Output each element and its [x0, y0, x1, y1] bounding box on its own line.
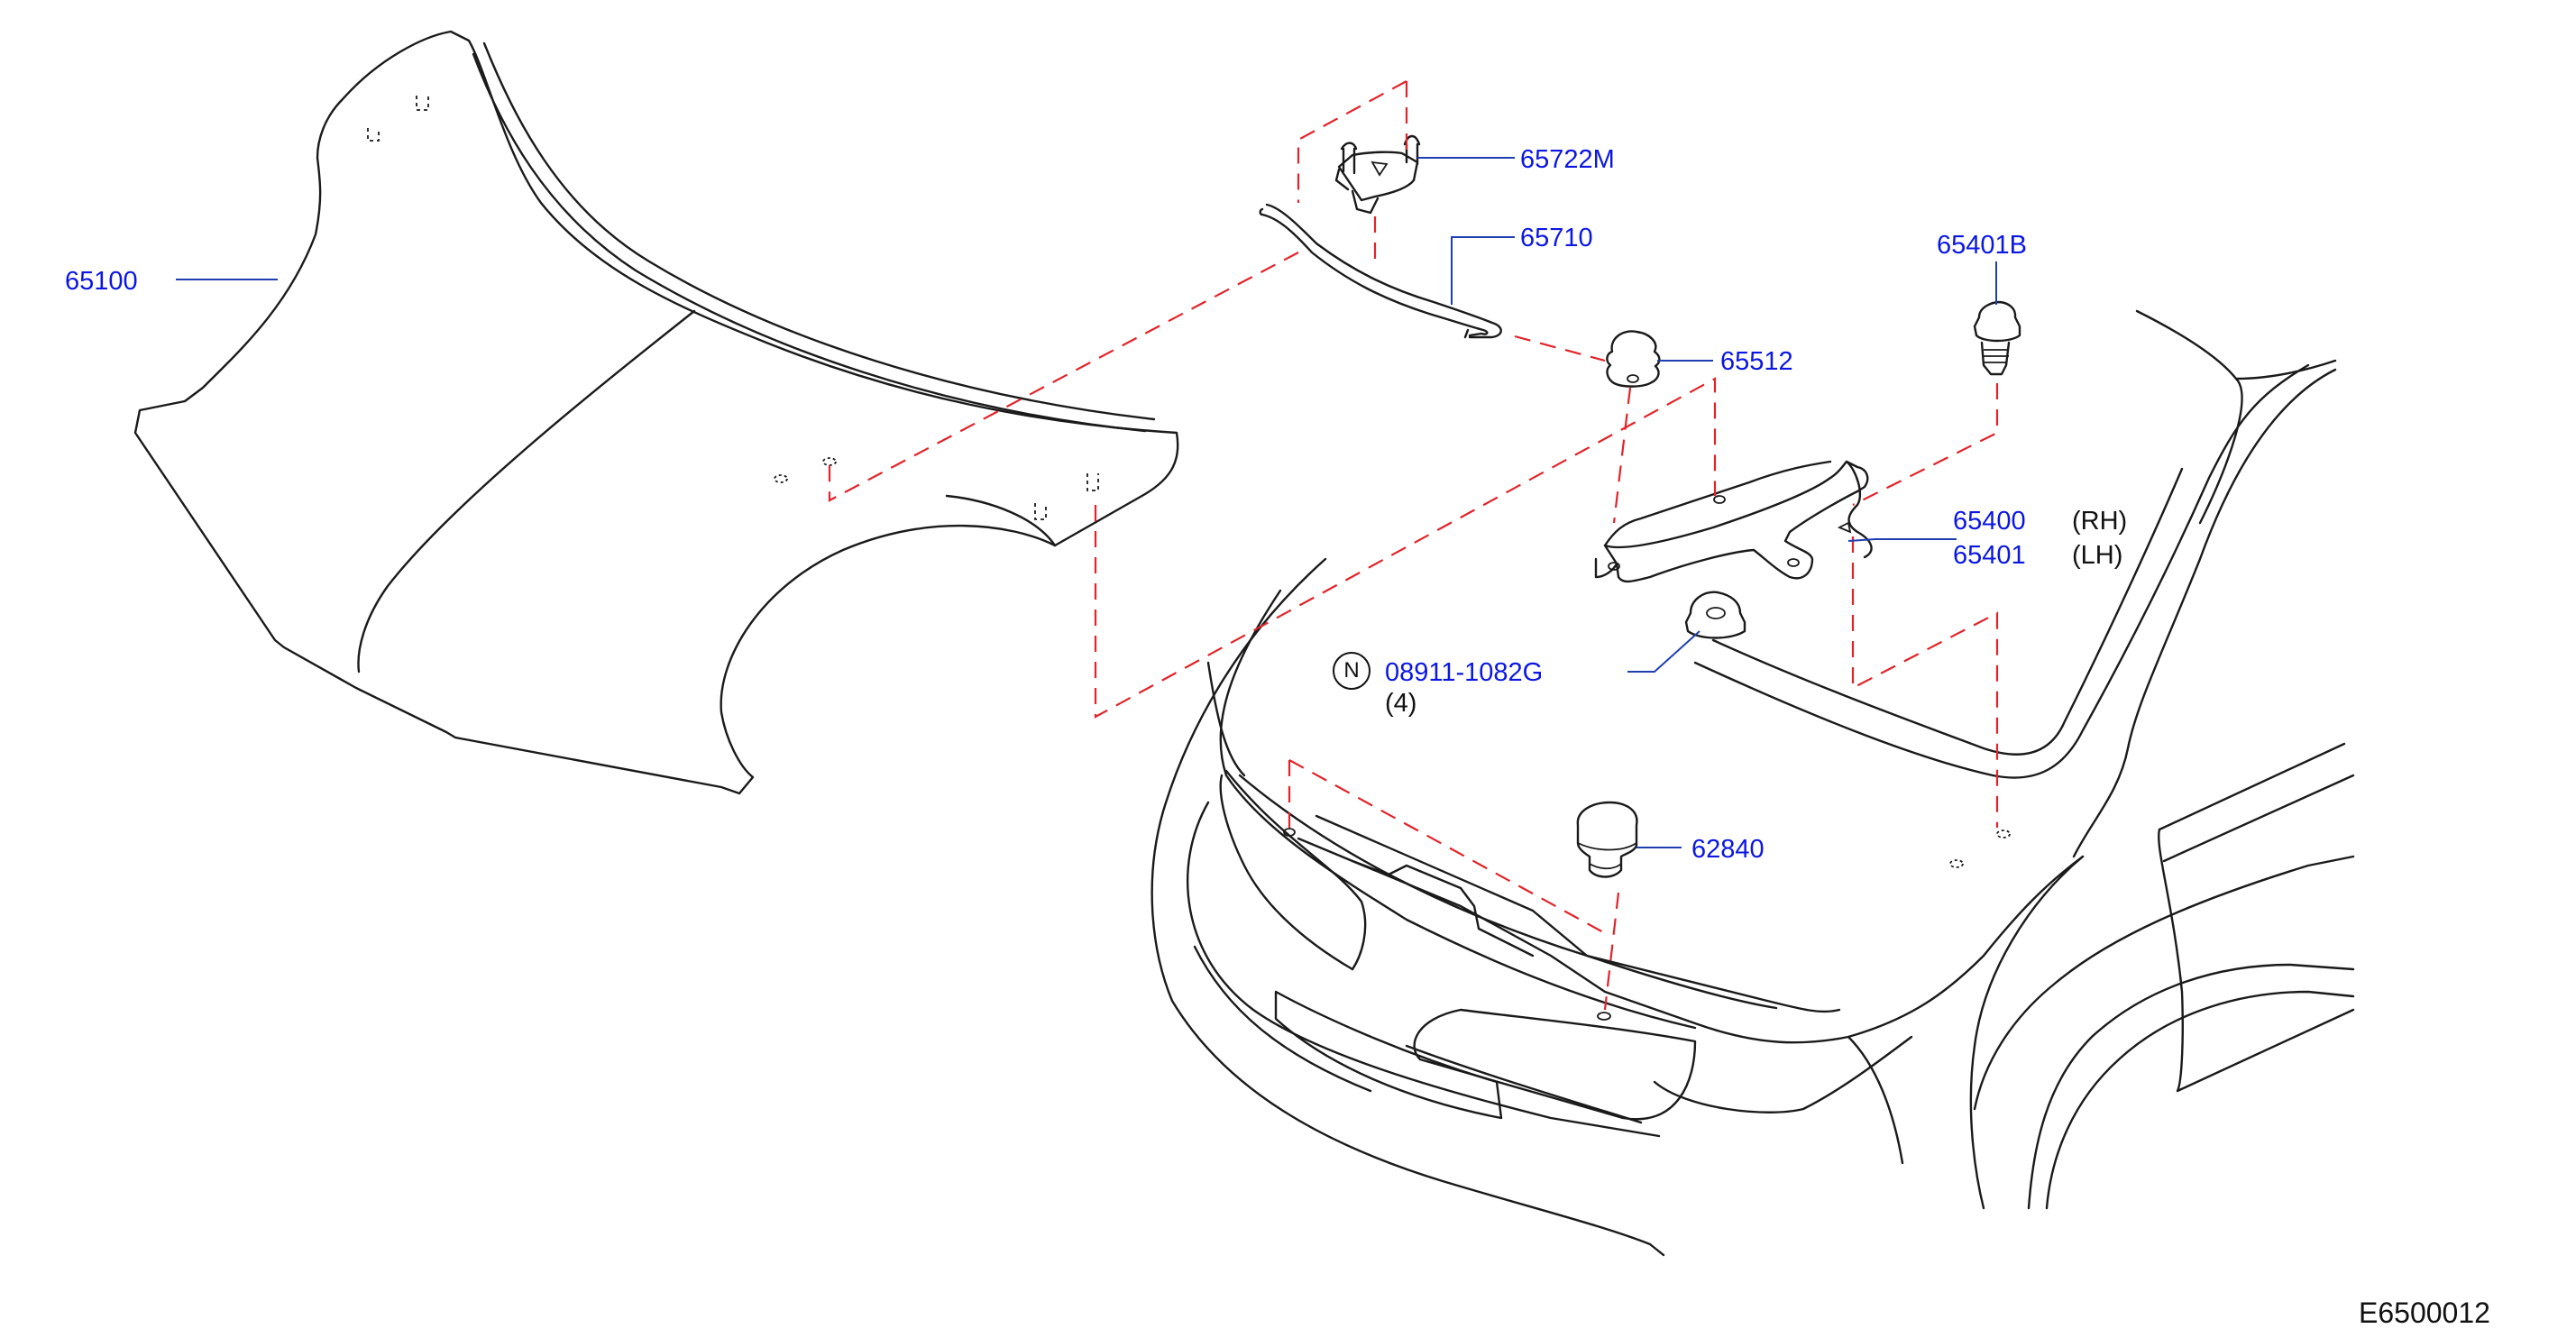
leader-lines [176, 157, 1997, 848]
part-label-hinge-bolt[interactable]: 65401B [1937, 231, 2027, 260]
part-label-stay-grommet[interactable]: 65512 [1720, 347, 1793, 376]
hinge-rh-side: (RH) [2072, 507, 2128, 536]
hood-panel [133, 30, 1179, 795]
hood-lock-bracket-part [1334, 134, 1421, 215]
part-label-hinge-lh[interactable]: 65401 [1953, 541, 2026, 570]
part-label-nut[interactable]: 08911-1082G [1385, 658, 1544, 687]
part-label-hood-stay-rod[interactable]: 65710 [1520, 224, 1593, 252]
nut-n-marker: N [1333, 652, 1371, 690]
hood-hinge-part [1594, 460, 1873, 583]
vehicle-front-end [1150, 309, 2355, 1257]
diagram-code: E6500012 [2359, 1297, 2490, 1329]
assembly-guides [828, 80, 1999, 1011]
hinge-lh-side: (LH) [2072, 541, 2123, 570]
part-label-hood[interactable]: 65100 [65, 267, 138, 296]
nut-part [1684, 591, 1746, 639]
hood-bumper-part [1576, 801, 1638, 878]
hood-stay-rod-part [1259, 203, 1502, 339]
nut-quantity: (4) [1385, 689, 1417, 718]
part-label-hinge-rh[interactable]: 65400 [1953, 507, 2026, 536]
hinge-bolt-part [1973, 300, 2021, 376]
part-label-hood-bumper[interactable]: 62840 [1691, 835, 1765, 864]
part-label-hood-lock-bracket[interactable]: 65722M [1520, 145, 1615, 174]
stay-grommet-part [1606, 330, 1661, 388]
